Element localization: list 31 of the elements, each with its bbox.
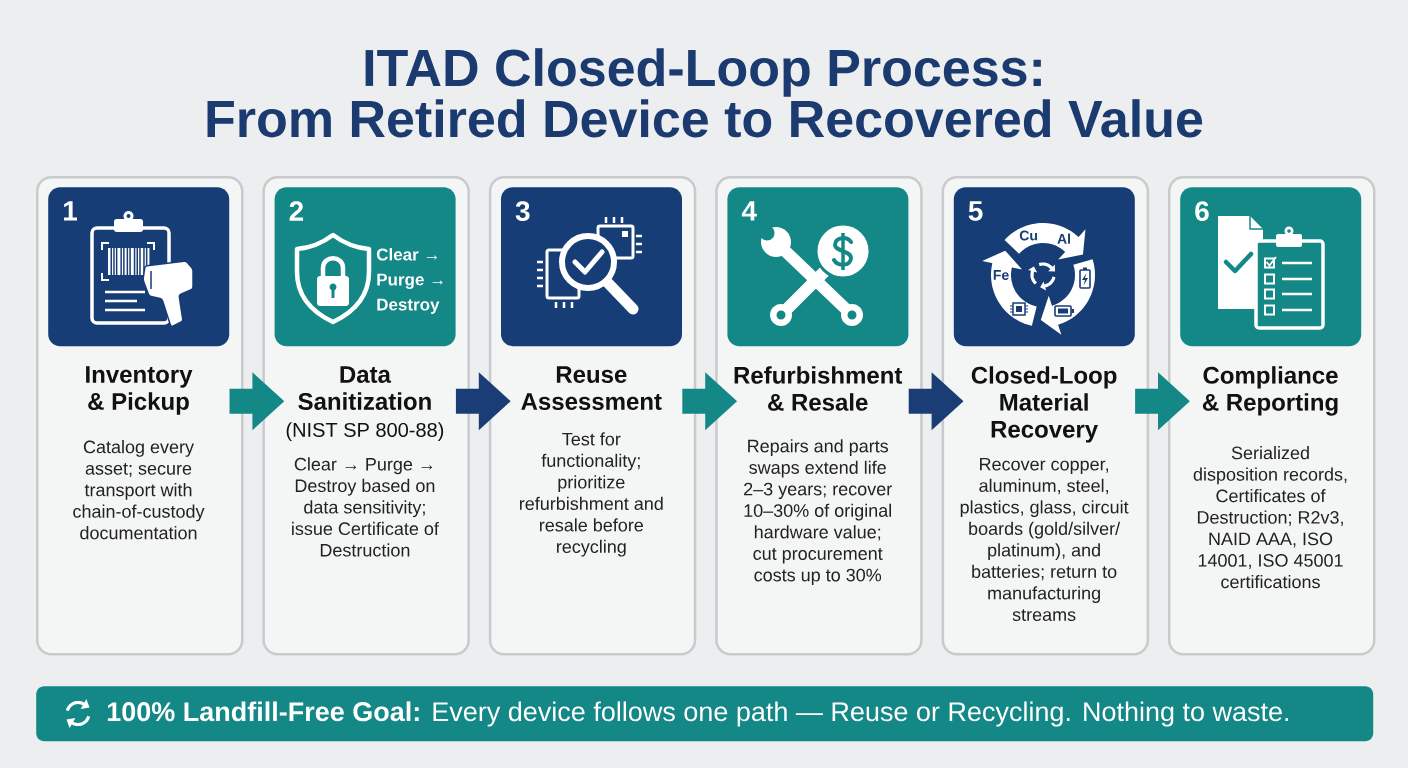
goal-banner: 100% Landfill-Free Goal: Every device follows one path — Reuse or Recycling. Nothing to waste.	[36, 686, 1374, 742]
icon-tile	[48, 187, 230, 347]
tile-caption: Clear → Purge → Destroy	[376, 248, 443, 314]
step-description: Recover copper, aluminum, steel, plastics, glass, circuit boards (gold/silver/platinum), and batteries; return to manufacturing streams	[960, 457, 1129, 621]
icon-tile	[953, 187, 1135, 347]
element-symbol: Cu	[1019, 230, 1037, 241]
element-symbol: Fe	[993, 270, 1009, 280]
step-heading: Compliance & Reporting	[1202, 366, 1338, 416]
step-heading: Data Sanitization	[298, 366, 431, 410]
step-description: Test for functionality; prioritize refurbishment and resale before recycling	[519, 432, 663, 557]
step-number: 4	[741, 201, 757, 221]
step-number: 2	[289, 201, 304, 221]
step-number: 5	[968, 201, 983, 221]
step-description: Repairs and parts swaps extend life 2–3 years; recover 10–30% of original hardware value; cut procurement costs up to 30%	[744, 439, 892, 585]
step-description: Serialized disposition records, Certificates of Destruction; R2v3, NAID AAA, ISO 14001, ISO 45001 certifications	[1193, 446, 1347, 589]
step-description: Clear → Purge → Destroy based on data sensitivity; issue Certificate of Destruction	[292, 457, 439, 557]
icon-tile	[1180, 187, 1362, 347]
step-heading: Reuse Assessment	[521, 366, 662, 410]
icon-tile	[274, 187, 456, 347]
step-heading: Refurbishment & Resale	[734, 366, 903, 411]
step-heading: Inventory & Pickup	[86, 366, 193, 415]
element-symbol: Al	[1057, 233, 1070, 244]
step-number: 3	[515, 201, 530, 222]
icon-tile	[501, 187, 682, 347]
step-description: Catalog every asset; secure transport with chain-of-custody documentation	[73, 440, 205, 540]
step-number: 6	[1195, 201, 1209, 221]
step-number: 1	[63, 201, 77, 221]
step-heading: Closed-Loop Material Recovery	[971, 366, 1117, 443]
step-subheading: (NIST SP 800-88)	[286, 422, 444, 441]
title: ITAD Closed-Loop Process: From Retired Device to Recovered Value	[207, 48, 1203, 138]
icon-tile	[727, 187, 909, 347]
